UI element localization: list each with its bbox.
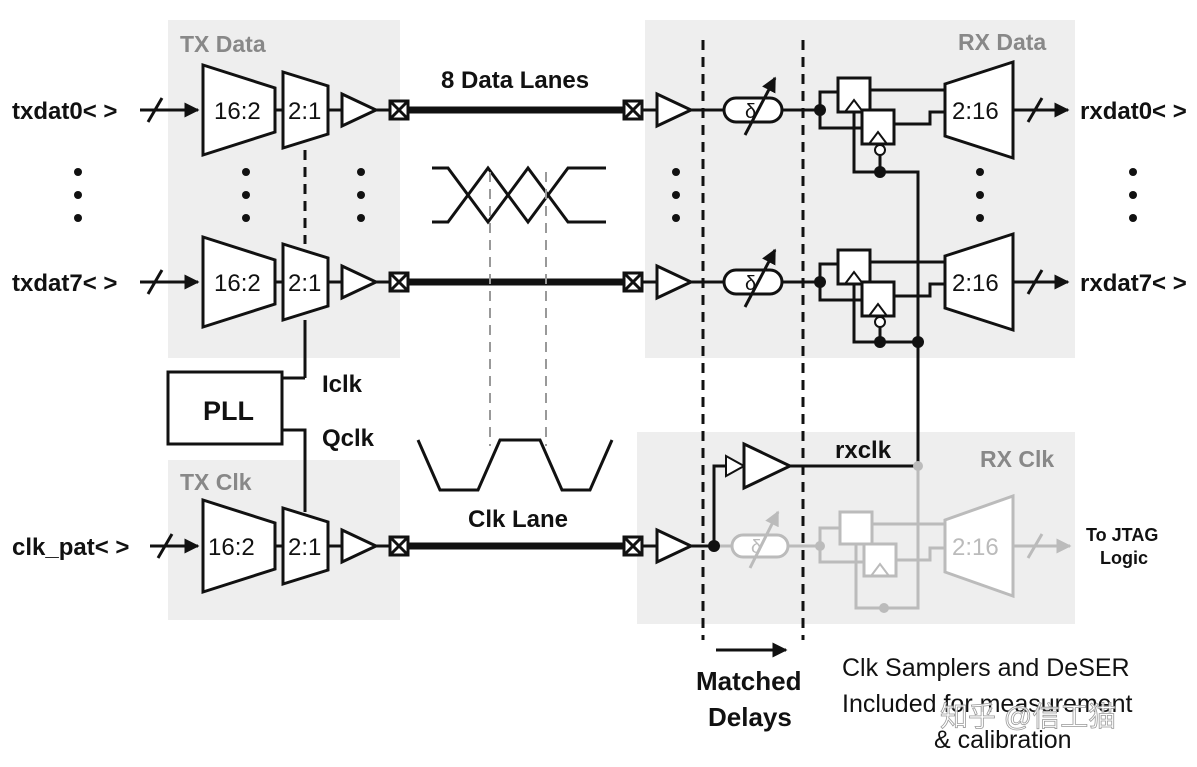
clk-pat-label: clk_pat< > xyxy=(12,534,129,561)
svg-text:2:16: 2:16 xyxy=(952,270,999,297)
note-line-3: & calibration xyxy=(934,726,1072,754)
rx-clk-label: RX Clk xyxy=(980,446,1054,472)
matched-label: Matched xyxy=(696,666,801,696)
rxclk-buffer xyxy=(725,454,747,478)
ellipsis xyxy=(74,168,1137,222)
note-line-1: Clk Samplers and DeSER xyxy=(842,654,1130,682)
qclk-label: Qclk xyxy=(322,425,375,452)
iclk-label: Iclk xyxy=(322,371,363,398)
serializer-16-2 xyxy=(201,497,277,595)
svg-text:δ: δ xyxy=(745,101,756,123)
to-jtag-label: To JTAG xyxy=(1086,525,1158,545)
eye-diagram xyxy=(432,165,606,225)
clock-waveform xyxy=(416,438,614,492)
tx-clk-label: TX Clk xyxy=(180,469,252,495)
svg-text:16:2: 16:2 xyxy=(214,98,261,125)
serializer-16-2 xyxy=(201,62,277,158)
rx-buffer xyxy=(655,527,695,565)
tx-pad xyxy=(388,271,410,293)
rx-pad xyxy=(622,535,644,557)
sampler-ff xyxy=(836,76,872,114)
svg-text:δ: δ xyxy=(745,273,756,295)
mux-2-1 xyxy=(281,69,330,151)
deserializer-2-16 xyxy=(943,59,1015,161)
rx-pad xyxy=(622,99,644,121)
tx-pad xyxy=(388,99,410,121)
delays-label: Delays xyxy=(708,702,792,732)
rx-buffer xyxy=(655,263,695,301)
clk-lane-label: Clk Lane xyxy=(468,506,568,533)
rxdat7-label: rxdat7< > xyxy=(1080,270,1187,297)
svg-text:16:2: 16:2 xyxy=(214,270,261,297)
tx-driver xyxy=(340,263,380,301)
svg-text:PLL: PLL xyxy=(203,396,254,426)
mux-2-1 xyxy=(281,505,330,587)
rxdat0-label: rxdat0< > xyxy=(1080,98,1187,125)
txdat0-label: txdat0< > xyxy=(12,98,117,125)
sampler-ff xyxy=(860,280,896,318)
rxclk-buffer xyxy=(742,441,794,491)
svg-text:2:16: 2:16 xyxy=(952,98,999,125)
data-lanes-label: 8 Data Lanes xyxy=(441,67,589,94)
note-line-2: Included for measurement xyxy=(842,690,1132,718)
rx-clk-samplers: δ 2:16 xyxy=(720,461,1072,613)
svg-text:2:1: 2:1 xyxy=(288,270,321,297)
to-jtag-label-2: Logic xyxy=(1100,548,1148,568)
sampler-ff xyxy=(836,248,872,286)
rx-pad xyxy=(622,271,644,293)
serializer-16-2 xyxy=(201,234,277,330)
tx-data-label: TX Data xyxy=(180,31,266,57)
rx-buffer xyxy=(655,91,695,129)
watermark: 知乎 @信工猫 xyxy=(940,701,1116,732)
deserializer-2-16 xyxy=(943,231,1015,333)
svg-text:16:2: 16:2 xyxy=(208,534,255,561)
rxclk-label: rxclk xyxy=(835,437,892,464)
tx-pad xyxy=(388,535,410,557)
sampler-ff xyxy=(860,108,896,146)
pll-block xyxy=(166,370,284,446)
tx-driver xyxy=(340,91,380,129)
tx-driver xyxy=(340,527,380,565)
svg-text:2:16: 2:16 xyxy=(952,534,999,561)
svg-text:2:1: 2:1 xyxy=(288,98,321,125)
mux-2-1 xyxy=(281,241,330,323)
txdat7-label: txdat7< > xyxy=(12,270,117,297)
svg-text:2:1: 2:1 xyxy=(288,534,321,561)
rx-data-label: RX Data xyxy=(958,29,1046,55)
svg-text:δ: δ xyxy=(751,537,762,558)
